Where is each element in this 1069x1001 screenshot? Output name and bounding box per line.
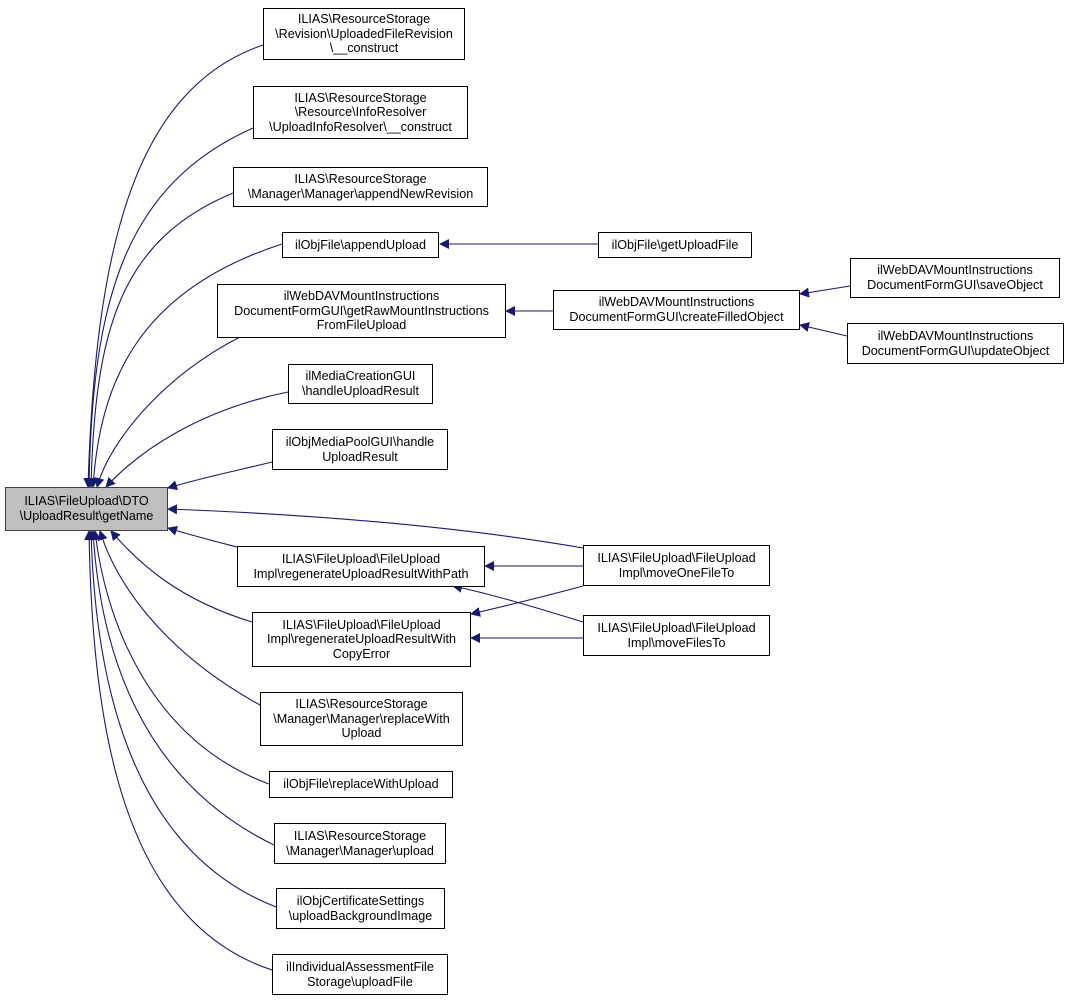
node-replace-with-upload-mgr-line-3: Upload: [341, 726, 382, 741]
node-replace-with-upload-file-line-1: ilObjFile\replaceWithUpload: [283, 777, 439, 792]
node-move-one-line-1: ILIAS\FileUpload\FileUpload: [597, 550, 756, 565]
node-regen-path[interactable]: ILIAS\FileUpload\FileUpload Impl\regener…: [237, 546, 485, 587]
edge-revision-construct-to-root: [83, 44, 264, 488]
node-media-pool-line-2: UploadResult: [322, 449, 398, 464]
node-move-files-line-2: Impl\moveFilesTo: [627, 635, 726, 650]
node-append-upload-line-1: ilObjFile\appendUpload: [295, 237, 426, 252]
node-manager-upload-line-2: \Manager\Manager\upload: [286, 843, 434, 858]
node-media-pool[interactable]: ilObjMediaPoolGUI\handle UploadResult: [272, 429, 448, 470]
node-revision-construct[interactable]: ILIAS\ResourceStorage \Revision\Uploaded…: [263, 8, 465, 60]
node-infores-construct-line-1: ILIAS\ResourceStorage: [294, 90, 427, 105]
node-save-object-line-2: DocumentFormGUI\saveObject: [867, 278, 1043, 292]
node-manager-upload[interactable]: ILIAS\ResourceStorage \Manager\Manager\u…: [274, 823, 446, 864]
node-cert-settings-line-1: ilObjCertificateSettings: [296, 893, 425, 908]
node-cert-settings[interactable]: ilObjCertificateSettings \uploadBackgrou…: [276, 888, 445, 929]
node-regen-path-line-2: Impl\regenerateUploadResultWithPath: [253, 566, 469, 581]
node-root-get-name-line-2: \UploadResult\getName: [19, 509, 154, 523]
node-revision-construct-line-3: \__construct: [329, 41, 399, 56]
node-create-filled-line-1: ilWebDAVMountInstructions: [598, 295, 755, 310]
node-save-object-line-1: ilWebDAVMountInstructions: [877, 263, 1033, 278]
edge-manager-upload-to-root: [88, 530, 275, 846]
node-media-creation-line-2: \handleUploadResult: [302, 384, 419, 398]
edge-save-object-to-create-filled: [799, 285, 851, 298]
node-root-get-name: ILIAS\FileUpload\DTO \UploadResult\getNa…: [5, 487, 168, 531]
edge-move-files-to-regen-path: [452, 582, 584, 623]
node-create-filled-line-2: DocumentFormGUI\createFilledObject: [569, 310, 784, 324]
node-replace-with-upload-file[interactable]: ilObjFile\replaceWithUpload: [269, 771, 453, 798]
node-get-raw-mount[interactable]: ilWebDAVMountInstructions DocumentFormGU…: [217, 284, 506, 338]
node-update-object[interactable]: ilWebDAVMountInstructions DocumentFormGU…: [847, 323, 1064, 364]
node-revision-construct-line-1: ILIAS\ResourceStorage: [297, 12, 431, 27]
edge-infores-construct-to-root: [84, 127, 254, 488]
edge-indiv-assessment-to-root: [84, 530, 273, 971]
node-update-object-line-1: ilWebDAVMountInstructions: [877, 328, 1034, 343]
node-get-upload-file-line-1: ilObjFile\getUploadFile: [611, 237, 739, 252]
node-append-new-revision-line-2: \Manager\Manager\appendNewRevision: [247, 187, 474, 201]
edge-regen-copy-to-root: [110, 530, 253, 623]
node-replace-with-upload-mgr-line-1: ILIAS\ResourceStorage: [295, 697, 428, 712]
node-media-creation[interactable]: ilMediaCreationGUI \handleUploadResult: [288, 364, 433, 404]
node-move-one-line-2: Impl\moveOneFileTo: [618, 565, 735, 580]
node-cert-settings-line-2: \uploadBackgroundImage: [288, 908, 433, 923]
node-infores-construct[interactable]: ILIAS\ResourceStorage \Resource\InfoReso…: [253, 86, 468, 139]
edge-replace-mgr-to-root: [97, 530, 261, 706]
node-infores-construct-line-3: \UploadInfoResolver\__construct: [269, 119, 452, 134]
node-append-upload[interactable]: ilObjFile\appendUpload: [282, 232, 439, 258]
node-move-one[interactable]: ILIAS\FileUpload\FileUpload Impl\moveOne…: [583, 545, 770, 586]
node-get-raw-mount-line-1: ilWebDAVMountInstructions: [283, 289, 440, 304]
node-replace-with-upload-mgr-line-2: \Manager\Manager\replaceWith: [273, 711, 450, 726]
node-infores-construct-line-2: \Resource\InfoResolver: [294, 105, 427, 120]
edge-regen-path-to-root: [167, 525, 238, 548]
node-get-raw-mount-line-3: FromFileUpload: [316, 318, 407, 333]
node-root-get-name-line-1: ILIAS\FileUpload\DTO: [24, 494, 149, 509]
node-regen-copy-line-3: CopyError: [332, 646, 391, 661]
edge-get-raw-mount-to-root: [94, 336, 241, 488]
node-indiv-assessment-line-2: Storage\uploadFile: [307, 974, 413, 989]
node-replace-with-upload-mgr[interactable]: ILIAS\ResourceStorage \Manager\Manager\r…: [260, 692, 463, 746]
node-revision-construct-line-2: \Revision\UploadedFileRevision: [275, 26, 453, 41]
node-append-new-revision-line-1: ILIAS\ResourceStorage: [294, 172, 427, 187]
node-indiv-assessment[interactable]: ilIndividualAssessmentFile Storage\uploa…: [272, 954, 448, 995]
node-manager-upload-line-1: ILIAS\ResourceStorage: [293, 828, 427, 843]
node-save-object[interactable]: ilWebDAVMountInstructions DocumentFormGU…: [850, 258, 1060, 298]
node-create-filled[interactable]: ilWebDAVMountInstructions DocumentFormGU…: [553, 290, 800, 330]
node-regen-copy-line-1: ILIAS\FileUpload\FileUpload: [282, 617, 441, 632]
edge-media-creation-to-root: [105, 391, 289, 488]
edge-replace-file-to-root: [91, 530, 270, 785]
node-media-creation-line-1: ilMediaCreationGUI: [305, 369, 416, 384]
edge-cert-settings-to-root: [86, 530, 277, 908]
edge-append-upload-to-root: [88, 243, 283, 488]
node-update-object-line-2: DocumentFormGUI\updateObject: [861, 343, 1050, 358]
node-move-files[interactable]: ILIAS\FileUpload\FileUpload Impl\moveFil…: [583, 615, 770, 656]
edge-update-object-to-create-filled: [799, 322, 848, 337]
node-indiv-assessment-line-1: ilIndividualAssessmentFile: [286, 959, 434, 974]
node-regen-path-line-1: ILIAS\FileUpload\FileUpload: [281, 551, 441, 566]
node-get-raw-mount-line-2: DocumentFormGUI\getRawMountInstructions: [234, 303, 489, 318]
node-append-new-revision[interactable]: ILIAS\ResourceStorage \Manager\Manager\a…: [233, 167, 488, 207]
node-regen-copy-line-2: Impl\regenerateUploadResultWith: [267, 632, 456, 647]
edge-media-pool-to-root: [167, 461, 273, 491]
node-move-files-line-1: ILIAS\FileUpload\FileUpload: [597, 620, 756, 635]
node-get-upload-file[interactable]: ilObjFile\getUploadFile: [598, 232, 752, 258]
node-regen-copy[interactable]: ILIAS\FileUpload\FileUpload Impl\regener…: [252, 612, 471, 667]
edge-move-one-to-root: [167, 504, 584, 549]
edge-move-one-to-regen-copy: [470, 585, 584, 617]
node-media-pool-line-1: ilObjMediaPoolGUI\handle: [285, 434, 435, 449]
edge-append-new-revision-to-root: [86, 192, 234, 488]
